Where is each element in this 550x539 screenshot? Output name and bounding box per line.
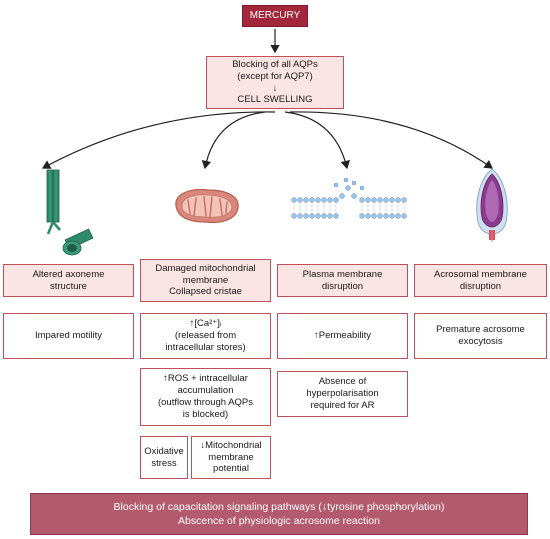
arrow-to-acrosome [289,111,493,169]
axoneme-icon [46,169,94,256]
permeability-effect-box: ↑Permeability [277,313,408,359]
outcome-line-1: Blocking of capacitation signaling pathw… [113,500,445,513]
arrow-to-plasma-membrane [284,111,350,170]
calcium-effect-box: ↑[Ca²⁺]ᵢ (released from intracellular st… [140,313,271,359]
arrow-to-axoneme [41,111,276,169]
plasma-membrane-title-box: Plasma membrane disruption [277,264,408,297]
hyperpolarisation-effect-box: Absence of hyperpolarisation required fo… [277,371,408,417]
plasma-membrane-icon [291,177,407,219]
oxidative-stress-box: Oxidative stress [140,436,188,479]
axoneme-title-box: Altered axoneme structure [3,264,134,297]
outcome-box: Blocking of capacitation signaling pathw… [30,493,528,535]
mitochondria-title-box: Damaged mitochondrial membrane Collapsed… [140,259,271,302]
acrosome-exocytosis-box: Premature acrosome exocytosis [414,313,547,359]
acrosome-title-box: Acrosomal membrane disruption [414,264,547,297]
ros-effect-box: ↑ROS + intracellular accumulation (outfl… [140,368,271,426]
motility-effect-box: Impared motility [3,313,134,359]
arrow-to-mitochondrion [201,111,266,170]
mitochondrial-potential-box: ↓Mitochondrial membrane potential [191,436,271,479]
mechanism-box: Blocking of all AQPs (except for AQP7) ↓… [206,56,344,109]
mitochondrion-icon [175,188,239,224]
outcome-line-2: Abscence of physiologic acrosome reactio… [178,515,380,527]
mercury-label: MERCURY [242,5,308,27]
acrosome-icon [476,168,508,242]
